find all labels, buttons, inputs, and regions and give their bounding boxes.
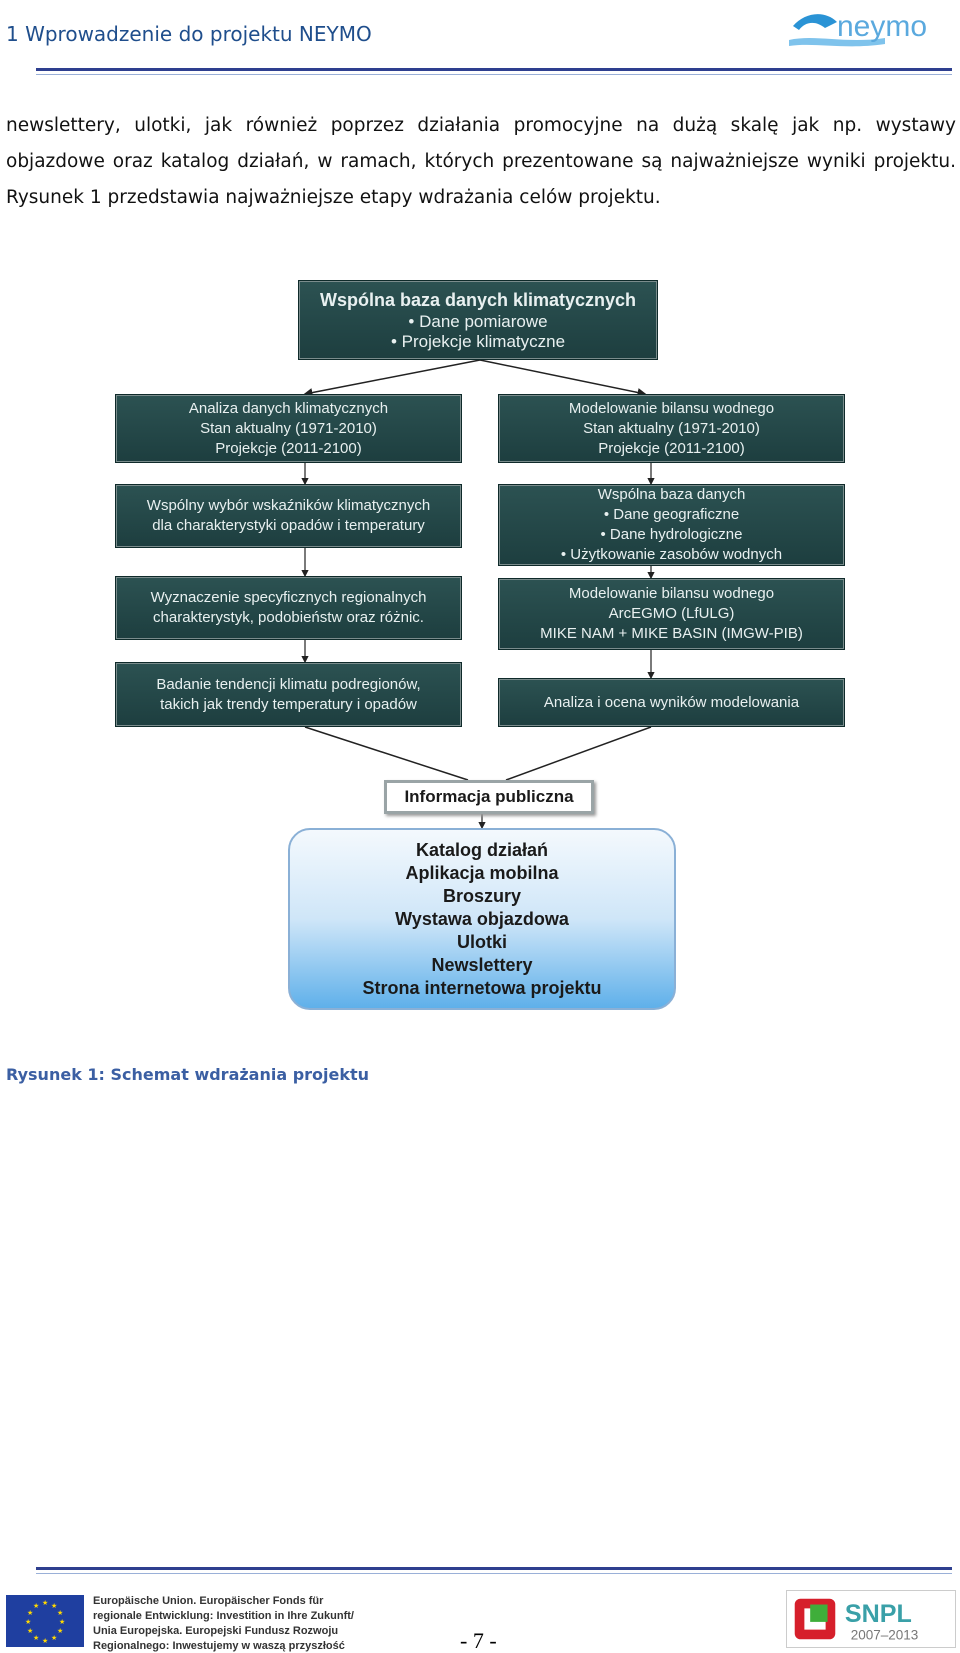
top-box-item: • Dane pomiarowe xyxy=(408,311,548,331)
public-information-label: Informacja publiczna xyxy=(384,780,594,814)
svg-text:★: ★ xyxy=(42,1637,48,1645)
left-box-trends: Badanie tendencji klimatu podregionów, t… xyxy=(115,662,462,727)
box-line: Analiza i ocena wyników modelowania xyxy=(543,693,800,711)
box-line: charakterystyk, podobieństw oraz różnic. xyxy=(153,609,424,626)
neymo-logo: neymo xyxy=(789,10,927,47)
snpl-logo: SNPL 2007–2013 xyxy=(786,1590,956,1648)
output-item: Strona internetowa projektu xyxy=(362,977,602,998)
output-item: Newslettery xyxy=(431,954,533,975)
svg-text:★: ★ xyxy=(27,1609,33,1617)
svg-text:★: ★ xyxy=(33,1634,39,1642)
box-line: Wyznaczenie specyficznych regionalnych xyxy=(150,589,427,606)
output-item: Katalog działań xyxy=(415,839,549,860)
top-box-title: Wspólna baza danych klimatycznych xyxy=(319,289,637,310)
box-line: dla charakterystyki opadów i temperatury xyxy=(152,517,425,534)
output-item: Broszury xyxy=(442,885,522,906)
body-line: newslettery, ulotki, jak również poprzez… xyxy=(6,115,956,136)
box-line: Modelowanie bilansu wodnego xyxy=(568,585,775,602)
box-line: Projekcje (2011-2100) xyxy=(598,439,745,457)
footer-rule xyxy=(36,1567,952,1570)
outputs-box: Katalog działań Aplikacja mobilna Broszu… xyxy=(288,828,676,1010)
box-line: MIKE NAM + MIKE BASIN (IMGW-PIB) xyxy=(540,625,803,642)
box-line: Modelowanie bilansu wodnego xyxy=(568,399,775,417)
svg-text:★: ★ xyxy=(25,1618,31,1626)
body-line: objazdowe oraz katalog działań, w ramach… xyxy=(6,151,956,172)
snpl-years: 2007–2013 xyxy=(851,1627,919,1642)
svg-text:★: ★ xyxy=(51,1634,57,1642)
svg-text:★: ★ xyxy=(42,1599,48,1607)
eu-text-line: Unia Europejska. Europejski Fundusz Rozw… xyxy=(93,1625,339,1637)
box-line: • Dane geograficzne xyxy=(603,506,740,523)
footer-rule-thin xyxy=(36,1573,952,1574)
box-line: Projekcje (2011-2100) xyxy=(215,439,362,457)
left-box-indicators: Wspólny wybór wskaźników klimatycznych d… xyxy=(115,484,462,548)
body-line: Rysunek 1 przedstawia najważniejsze etap… xyxy=(6,187,661,208)
eu-text-line: Regionalnego: Inwestujemy w waszą przysz… xyxy=(93,1640,345,1652)
right-box-evaluation: Analiza i ocena wyników modelowania xyxy=(498,678,845,727)
page-header-title: 1 Wprowadzenie do projektu NEYMO xyxy=(6,22,372,46)
box-line: • Użytkowanie zasobów wodnych xyxy=(560,546,783,563)
left-box-regional: Wyznaczenie specyficznych regionalnych c… xyxy=(115,576,462,640)
box-line: Stan aktualny (1971-2010) xyxy=(200,419,377,437)
output-item: Aplikacja mobilna xyxy=(405,862,559,883)
box-line: Stan aktualny (1971-2010) xyxy=(583,419,760,437)
box-line: • Dane hydrologiczne xyxy=(600,526,743,543)
top-box-item: • Projekcje klimatyczne xyxy=(390,331,566,351)
page-number: - 7 - xyxy=(460,1628,497,1653)
box-line: Badanie tendencji klimatu podregionów, xyxy=(156,675,421,693)
top-box-climate-database: Wspólna baza danych klimatycznych • Dane… xyxy=(298,280,658,360)
implementation-diagram: Wspólna baza danych klimatycznych • Dane… xyxy=(0,280,960,1020)
header-rule-thin xyxy=(36,74,952,75)
box-line: Wspólny wybór wskaźników klimatycznych xyxy=(146,497,431,514)
body-paragraph: newslettery, ulotki, jak również poprzez… xyxy=(6,108,956,216)
right-box-shared-database: Wspólna baza danych • Dane geograficzne … xyxy=(498,484,845,566)
svg-text:★: ★ xyxy=(27,1627,33,1635)
eu-text-line: Europäische Union. Europäischer Fonds fü… xyxy=(93,1595,324,1607)
box-line: Analiza danych klimatycznych xyxy=(188,399,389,417)
output-item: Ulotki xyxy=(456,931,507,952)
svg-text:★: ★ xyxy=(33,1602,39,1610)
left-box-climate-analysis: Analiza danych klimatycznych Stan aktual… xyxy=(115,394,462,463)
svg-text:★: ★ xyxy=(59,1618,65,1626)
eu-funding-text: Europäische Union. Europäischer Fonds fü… xyxy=(93,1594,354,1653)
box-line: Wspólna baza danych xyxy=(597,486,746,503)
diagram-connectors xyxy=(301,359,655,830)
figure-caption: Rysunek 1: Schemat wdrażania projektu xyxy=(6,1065,370,1084)
right-box-water-balance: Modelowanie bilansu wodnego Stan aktualn… xyxy=(498,394,845,463)
snpl-name: SNPL xyxy=(845,1600,912,1628)
eu-text-line: regionale Entwicklung: Investition in Ih… xyxy=(93,1610,354,1622)
svg-text:★: ★ xyxy=(57,1627,63,1635)
logo-text: neymo xyxy=(837,10,927,43)
output-item: Wystawa objazdowa xyxy=(395,908,569,929)
header-rule xyxy=(36,68,952,71)
box-line: takich jak trendy temperatury i opadów xyxy=(160,695,417,713)
right-box-modelling: Modelowanie bilansu wodnego ArcEGMO (LfU… xyxy=(498,578,845,650)
svg-text:★: ★ xyxy=(51,1602,57,1610)
box-line: ArcEGMO (LfULG) xyxy=(608,605,735,622)
eu-flag-icon: ★★★ ★★★ ★★★ ★★★ xyxy=(6,1595,84,1647)
svg-text:★: ★ xyxy=(57,1609,63,1617)
